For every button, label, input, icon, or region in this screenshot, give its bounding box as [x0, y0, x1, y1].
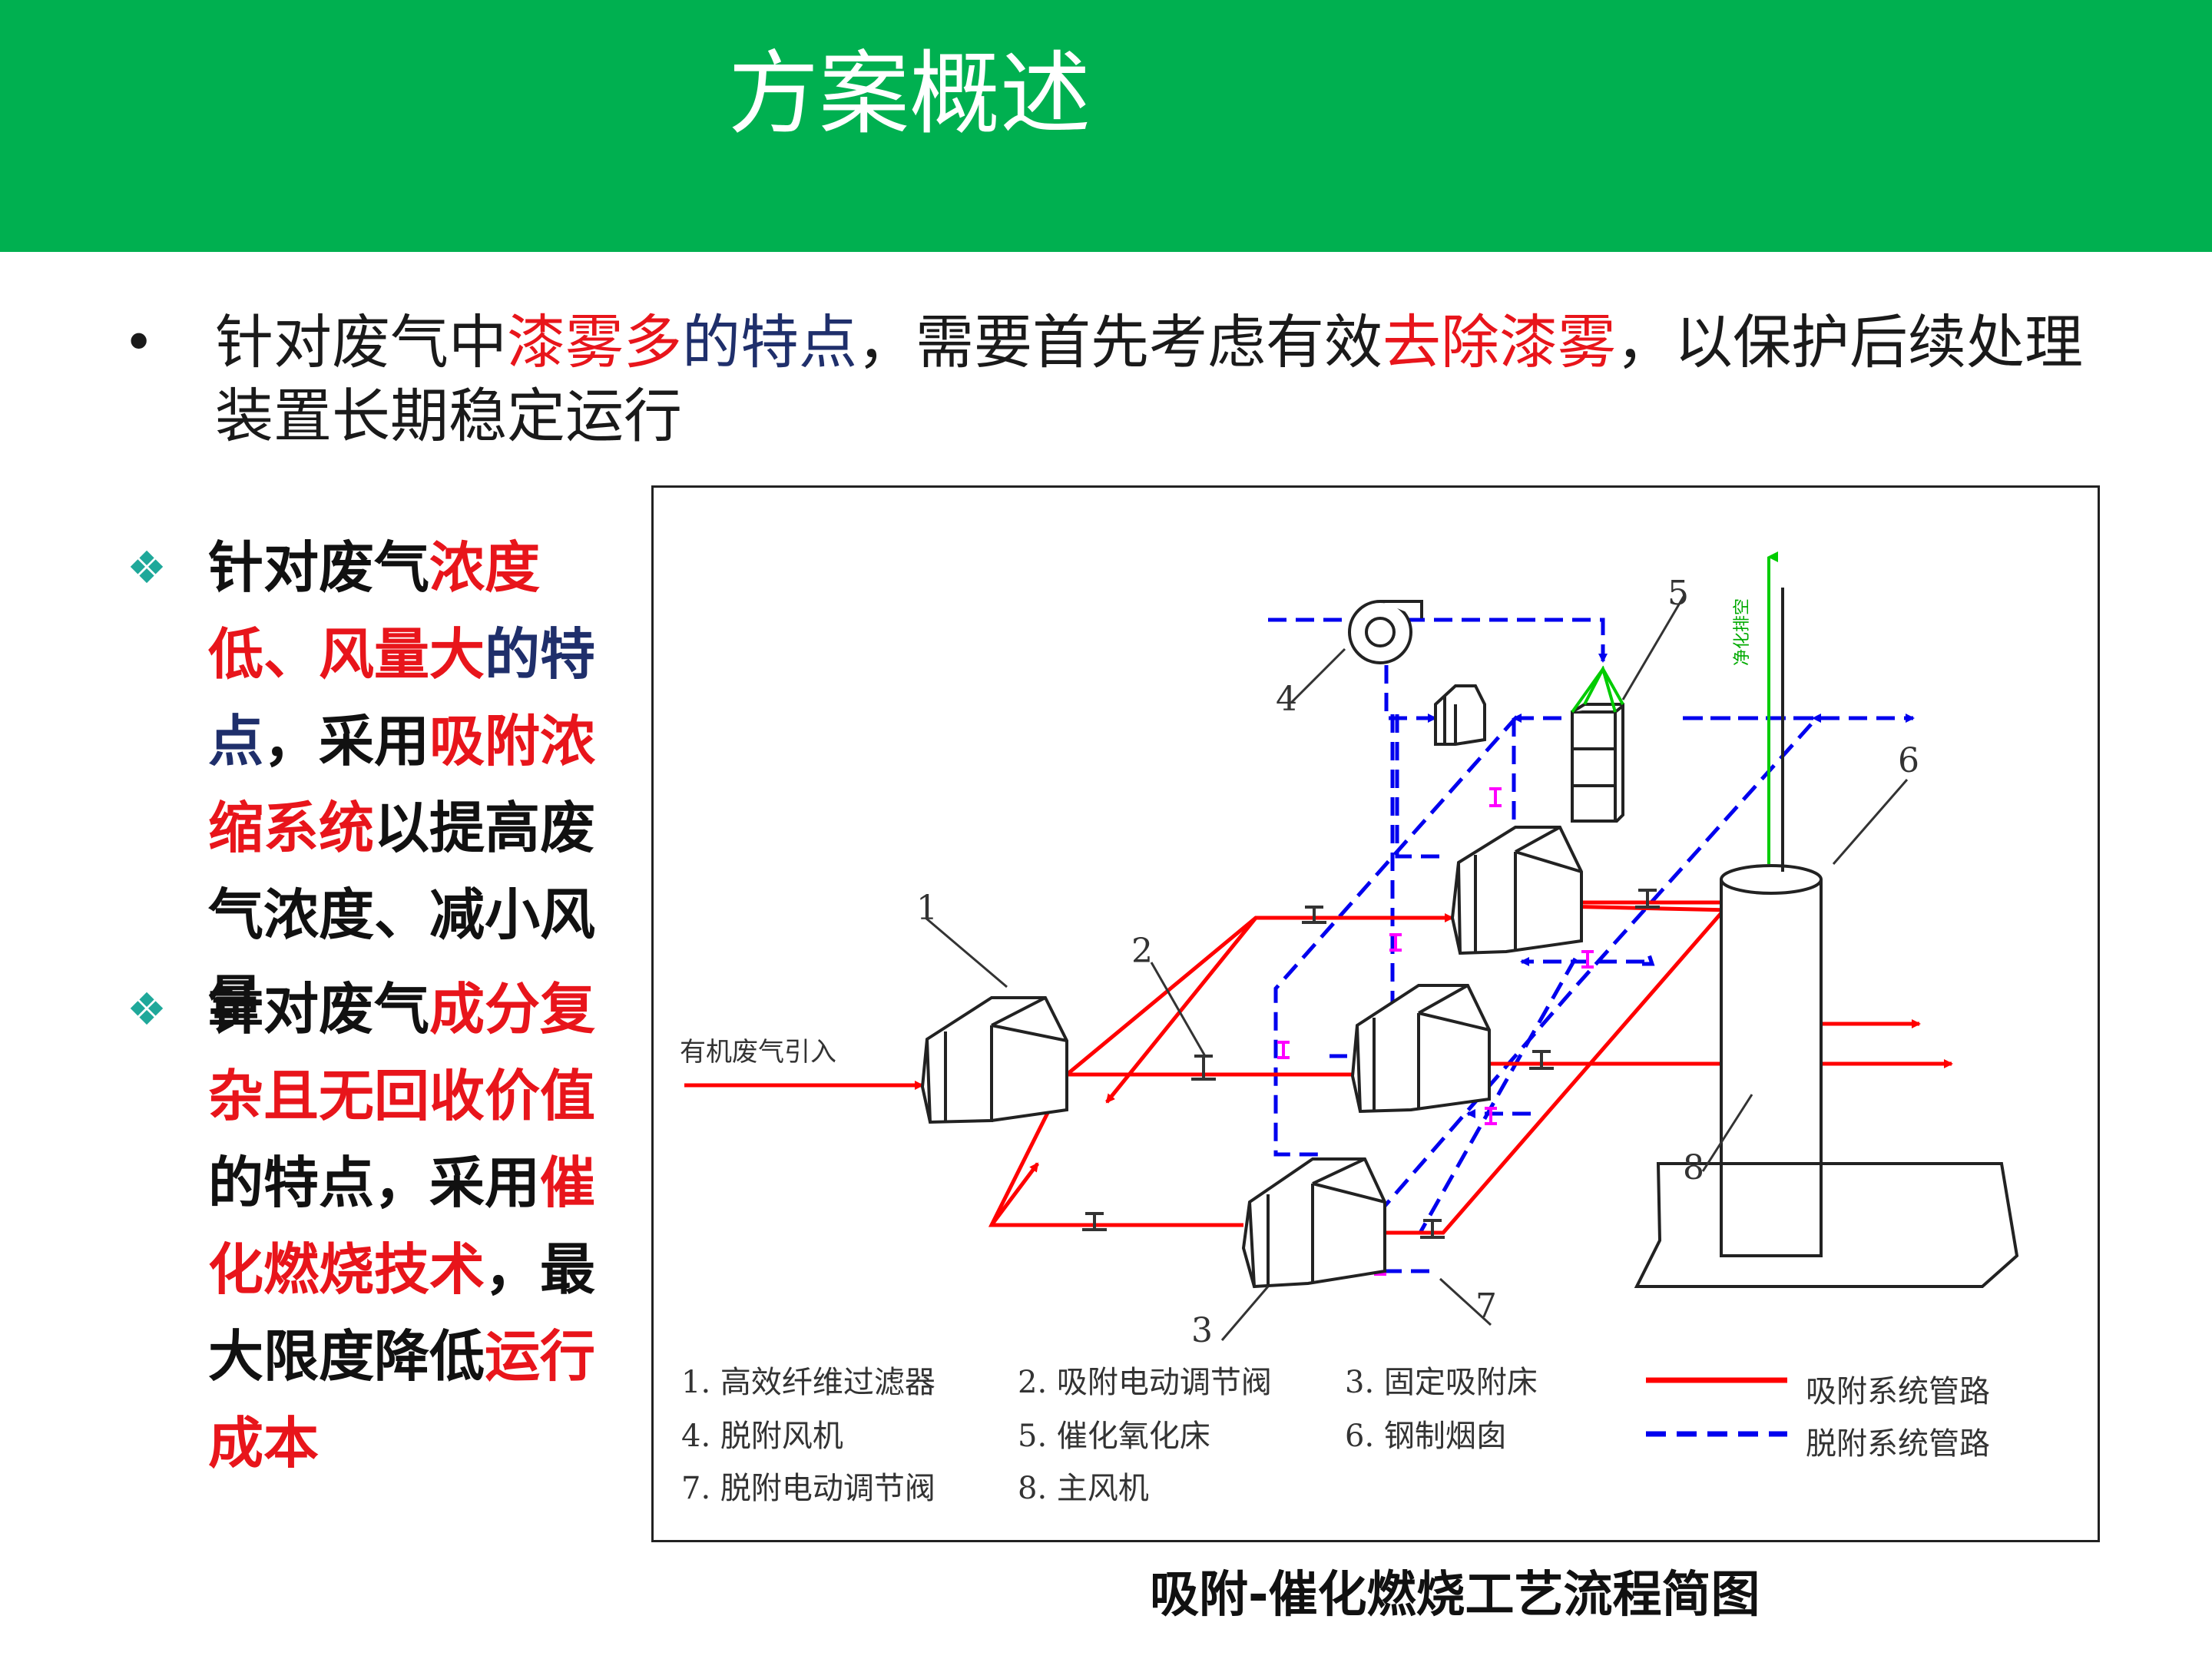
desorption-fan	[1348, 600, 1423, 664]
line-type-legend: 吸附系统管路 脱附系统管路	[1646, 1374, 1990, 1462]
diamond-bullet-icon: ❖	[127, 541, 167, 594]
process-flow-diagram: 1 2 3 4 5 6 7 8 有机废气引入 净化排空 1. 高效纤维过滤器 2…	[651, 485, 2100, 1542]
callout-8: 8	[1683, 1148, 1704, 1187]
adsorption-bed-middle	[1350, 984, 1491, 1114]
header-bar	[0, 0, 2212, 252]
process-flow-svg: 1 2 3 4 5 6 7 8 有机废气引入 净化排空 1. 高效纤维过滤器 2…	[680, 551, 2019, 1506]
adsorption-bed-bottom	[1241, 1157, 1386, 1289]
legend-item-3: 3. 固定吸附床	[1345, 1365, 1538, 1400]
outlet-label: 净化排空	[1733, 598, 1752, 666]
intro-text-3: ，需要首先考虑有效	[857, 308, 1382, 376]
callout-6: 6	[1898, 741, 1919, 780]
component-legend: 1. 高效纤维过滤器 2. 吸附电动调节阀 3. 固定吸附床 4. 脱附风机 5…	[681, 1365, 1538, 1506]
diamond-bullet-icon: ❖	[127, 983, 167, 1035]
intro-highlight-paint-mist: 漆雾多	[507, 308, 682, 376]
intro-text-2: 的特点	[682, 308, 857, 376]
intro-bullet: •	[123, 311, 155, 374]
diagram-caption: 吸附-催化燃烧工艺流程简图	[1150, 1567, 1760, 1624]
fiber-filter	[920, 996, 1068, 1124]
legend-dashed-label: 脱附系统管路	[1806, 1426, 1990, 1462]
bullet-adsorption-text: 针对废气浓度低、风量大的特点，采用吸附浓缩系统以提高废气浓度、减小风量	[208, 535, 596, 1034]
bullet-catalytic-text: 针对废气成分复杂且无回收价值的特点，采用催化燃烧技术，最大限度降低运行成本	[208, 977, 596, 1475]
inlet-label: 有机废气引入	[680, 1037, 836, 1068]
steel-chimney	[1634, 551, 2019, 1288]
legend-item-4: 4. 脱附风机	[681, 1419, 843, 1454]
catalytic-oxidation-bed	[1571, 665, 1624, 823]
callout-5: 5	[1667, 574, 1689, 613]
callout-leaders	[925, 594, 1909, 1341]
slide-title: 方案概述	[728, 41, 1091, 147]
callout-4: 4	[1276, 680, 1297, 719]
callout-1: 1	[916, 889, 938, 928]
intro-text: 针对废气中漆雾多的特点，需要首先考虑有效去除漆雾，以保护后续处理装置长期稳定运行	[215, 306, 2089, 453]
legend-item-2: 2. 吸附电动调节阀	[1018, 1365, 1272, 1400]
callout-7: 7	[1475, 1286, 1497, 1326]
callout-3: 3	[1191, 1311, 1213, 1350]
adsorption-bed-top	[1450, 826, 1583, 955]
intro-highlight-remove-mist: 去除漆雾	[1382, 308, 1616, 376]
adsorption-valves	[1082, 889, 1660, 1239]
desorption-heater	[1434, 684, 1486, 746]
callout-2: 2	[1131, 932, 1153, 971]
intro-text-1: 针对废气中	[215, 308, 507, 376]
legend-item-1: 1. 高效纤维过滤器	[681, 1365, 935, 1400]
legend-item-7: 7. 脱附电动调节阀	[681, 1471, 935, 1506]
intro-text-4: ，以保护后续处理装置长期稳定运行	[215, 308, 2083, 450]
legend-item-8: 8. 主风机	[1018, 1471, 1149, 1506]
legend-item-5: 5. 催化氧化床	[1018, 1419, 1210, 1454]
legend-solid-label: 吸附系统管路	[1806, 1374, 1990, 1409]
legend-item-6: 6. 钢制烟囱	[1345, 1419, 1507, 1454]
callout-numbers: 1 2 3 4 5 6 7 8	[916, 574, 1919, 1350]
